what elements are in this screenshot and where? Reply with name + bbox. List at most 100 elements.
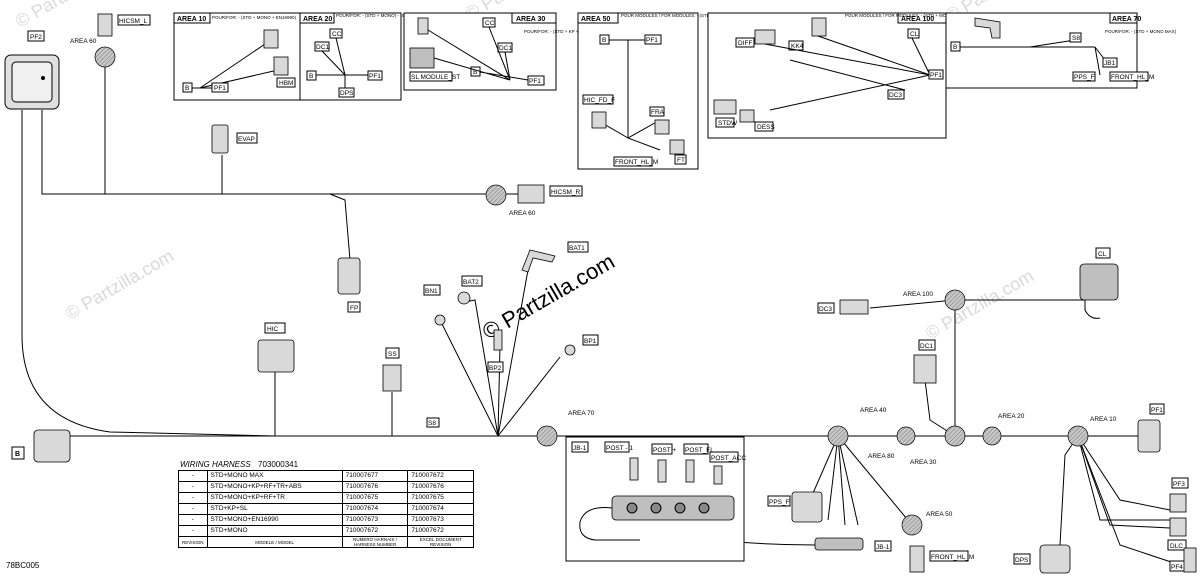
label-pf2: PF2: [30, 34, 42, 41]
connector-icon: [417, 17, 429, 35]
pps-f-connector-icon: [791, 491, 823, 523]
splice-area60-a: [94, 46, 116, 68]
svg-text:PF1: PF1: [930, 72, 942, 79]
svg-text:AREA 70: AREA 70: [1112, 16, 1141, 23]
table-cell: 710007676: [407, 481, 474, 493]
pf2-module-icon: [4, 54, 60, 110]
table-cell: 710007673: [341, 514, 409, 526]
table-cell: -: [178, 514, 208, 526]
table-cell: 710007674: [407, 503, 474, 515]
svg-text:POST - 1: POST - 1: [606, 445, 633, 452]
table-header: REVISION: [178, 536, 208, 548]
splice-label: AREA 80: [868, 453, 895, 460]
watermark: © Partzilla.com: [62, 245, 177, 323]
label-hicsm-l: HICSM_L: [119, 18, 148, 25]
post-icon: [713, 465, 723, 485]
svg-text:POUR/FOR: - (STD + KP + SL): POUR/FOR: - (STD + KP + SL): [524, 29, 587, 34]
svg-text:SL MODULE_ST: SL MODULE_ST: [411, 74, 460, 81]
splice-area100: [944, 289, 966, 311]
table-row: - STD+MONO MAX 710007677 710007672: [178, 470, 474, 482]
hic-connector-icon: [257, 339, 295, 373]
table-header-row: REVISION MODELE / MODEL NUMÉRO HARNAIS /…: [178, 536, 474, 548]
table-cell: -: [178, 481, 208, 493]
svg-text:POUR MODULES / FOR MODULES: -: POUR MODULES / FOR MODULES: - (STD + MON…: [621, 13, 777, 18]
connector-icon: [669, 139, 685, 155]
svg-text:POUR/FOR: - (STD + MONO MAX): POUR/FOR: - (STD + MONO MAX): [1105, 29, 1177, 34]
pf1-connector-icon: [1137, 419, 1161, 453]
svg-text:DIFF: DIFF: [738, 40, 752, 47]
svg-text:AREA 10: AREA 10: [177, 16, 206, 23]
splice-label: AREA 100: [903, 291, 933, 298]
splice-area10: [1067, 425, 1089, 447]
label-b: B: [15, 451, 20, 458]
svg-text:AREA 100: AREA 100: [901, 16, 934, 23]
splice-label: AREA 70: [568, 410, 595, 417]
table-cell: 710007677: [341, 470, 409, 482]
svg-text:DC3: DC3: [889, 92, 902, 99]
ring-terminal-icon: [564, 344, 576, 356]
splice-area30: [944, 425, 966, 447]
harness-table-title: WIRING HARNESS: [180, 460, 251, 469]
svg-text:AREA 30: AREA 30: [516, 16, 545, 23]
connector-icon: [754, 29, 776, 45]
svg-text:DC1: DC1: [316, 44, 329, 51]
label-ss: SS: [388, 351, 397, 358]
svg-text:DC1: DC1: [499, 45, 512, 52]
table-row: - STD+MONO+EN16990 710007673 710007673: [178, 514, 474, 526]
label-front-hl-m: FRONT_HL_M: [931, 554, 974, 561]
ring-terminal-icon: [434, 314, 446, 326]
pf4-connector-icon: [1183, 547, 1197, 573]
svg-text:POST_FL: POST_FL: [685, 447, 714, 454]
svg-text:PPS_F: PPS_F: [1074, 74, 1095, 81]
connector-icon: [654, 119, 670, 135]
svg-text:B: B: [953, 44, 957, 51]
svg-text:AREA 50: AREA 50: [581, 16, 610, 23]
splice-label: AREA 60: [509, 210, 536, 217]
label-dc3: DC3: [819, 306, 832, 313]
splice-label: AREA 50: [926, 511, 953, 518]
svg-text:POUR/FOR: - (STD + MONO + EN16: POUR/FOR: - (STD + MONO + EN16990): [212, 15, 297, 20]
table-cell: STD+MONO+KP+RF+TR: [206, 492, 343, 504]
svg-text:HBM: HBM: [279, 80, 293, 87]
connector-icon: [263, 29, 279, 49]
evap-connector-icon: [211, 124, 229, 154]
b-connector-icon: [33, 429, 71, 463]
splice-label: AREA 10: [1090, 416, 1117, 423]
table-cell: STD+KP+SL: [206, 503, 343, 515]
splice-label: AREA 20: [998, 413, 1025, 420]
label-bp2: BP2: [489, 365, 502, 372]
svg-text:JB1: JB1: [1104, 60, 1116, 67]
inset-area50: AREA 50 POUR MODULES / FOR MODULES: - (S…: [577, 12, 777, 170]
fp-connector-icon: [337, 257, 361, 295]
svg-text:FRA: FRA: [651, 109, 665, 116]
splice-area70: [536, 425, 558, 447]
table-header: MODELE / MODEL: [206, 536, 343, 548]
svg-text:CC: CC: [332, 31, 342, 38]
svg-text:POST_ACC: POST_ACC: [711, 455, 746, 462]
dc3-connector-icon: [839, 299, 869, 315]
label-hicsm-r: HICSM_R: [551, 189, 581, 196]
table-cell: 710007672: [407, 470, 474, 482]
label-bn1: BN1: [425, 288, 438, 295]
table-header: NUMÉRO HARNAIS / HARNESS NUMBER: [341, 536, 409, 548]
battery-terminal-icon: [521, 249, 556, 273]
dlc-connector-icon: [1169, 517, 1187, 537]
table-cell: STD+MONO: [206, 525, 343, 537]
connector-icon: [273, 56, 289, 76]
connector-icon: [713, 99, 737, 115]
cl-connector-icon: [1079, 263, 1119, 301]
splice-area50: [901, 514, 923, 536]
svg-text:DPS: DPS: [340, 90, 354, 97]
svg-text:PF1: PF1: [369, 73, 381, 80]
label-cl: CL: [1098, 251, 1107, 258]
svg-text:B: B: [185, 85, 189, 92]
harness-table-number: 703000341: [258, 460, 299, 469]
label-hic: HIC: [267, 326, 279, 333]
dc1-connector-icon: [913, 354, 937, 384]
table-cell: STD+MONO MAX: [206, 470, 343, 482]
bracket-icon: [974, 17, 1001, 39]
hicsm-l-connector-icon: [97, 13, 113, 37]
label-pps-f: PPS_F: [769, 499, 790, 506]
table-cell: -: [178, 492, 208, 504]
svg-text:KK4: KK4: [791, 43, 804, 50]
